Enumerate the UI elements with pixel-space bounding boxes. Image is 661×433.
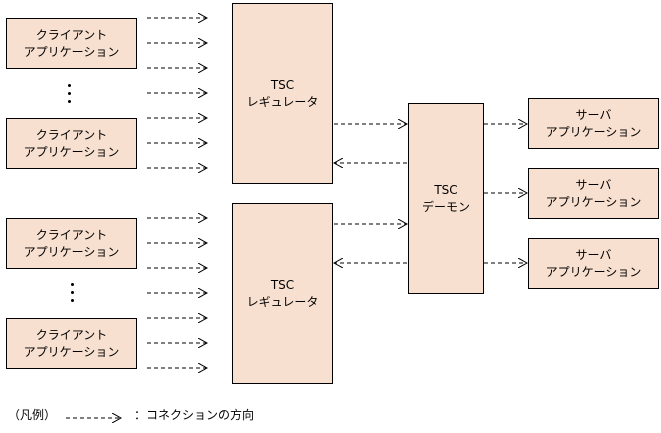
- server-app-label-line2: アプリケーション: [545, 124, 642, 139]
- client-app-box: クライアント アプリケーション: [6, 18, 137, 69]
- legend-label: （凡例）: [8, 408, 57, 422]
- tsc-regulator-label-line2: レギュレータ: [246, 94, 319, 109]
- client-app-label-line2: アプリケーション: [23, 44, 120, 59]
- server-app-box: サーバ アプリケーション: [528, 168, 659, 219]
- client-app-box: クライアント アプリケーション: [6, 218, 137, 269]
- client-app-label-line1: クライアント: [35, 27, 108, 42]
- server-app-box: サーバ アプリケーション: [528, 238, 659, 289]
- server-app-label-line1: サーバ: [575, 107, 612, 122]
- tsc-daemon-box: TSC デーモン: [408, 103, 484, 294]
- tsc-regulator-label-line1: TSC: [270, 77, 295, 92]
- vertical-ellipsis: [70, 282, 76, 304]
- tsc-daemon-label-line1: TSC: [434, 182, 458, 197]
- server-app-label-line1: サーバ: [575, 247, 612, 262]
- client-app-label-line2: アプリケーション: [23, 344, 120, 359]
- server-app-label-line2: アプリケーション: [545, 264, 642, 279]
- client-app-label-line1: クライアント: [35, 127, 108, 142]
- vertical-ellipsis: [67, 83, 73, 105]
- client-app-box: クライアント アプリケーション: [6, 118, 137, 169]
- client-app-label-line1: クライアント: [35, 327, 108, 342]
- tsc-regulator-label-line1: TSC: [270, 277, 295, 292]
- client-app-box: クライアント アプリケーション: [6, 318, 137, 369]
- server-app-box: サーバ アプリケーション: [528, 98, 659, 149]
- client-app-label-line2: アプリケーション: [23, 244, 120, 259]
- server-app-label-line1: サーバ: [575, 177, 612, 192]
- legend-description: ：コネクションの方向: [134, 408, 255, 422]
- tsc-daemon-label-line2: デーモン: [421, 199, 470, 214]
- server-app-label-line2: アプリケーション: [545, 194, 642, 209]
- tsc-regulator-box: TSC レギュレータ: [232, 3, 333, 184]
- client-app-label-line1: クライアント: [35, 227, 108, 242]
- client-app-label-line2: アプリケーション: [23, 144, 120, 159]
- tsc-regulator-box: TSC レギュレータ: [232, 203, 333, 384]
- tsc-regulator-label-line2: レギュレータ: [246, 294, 319, 309]
